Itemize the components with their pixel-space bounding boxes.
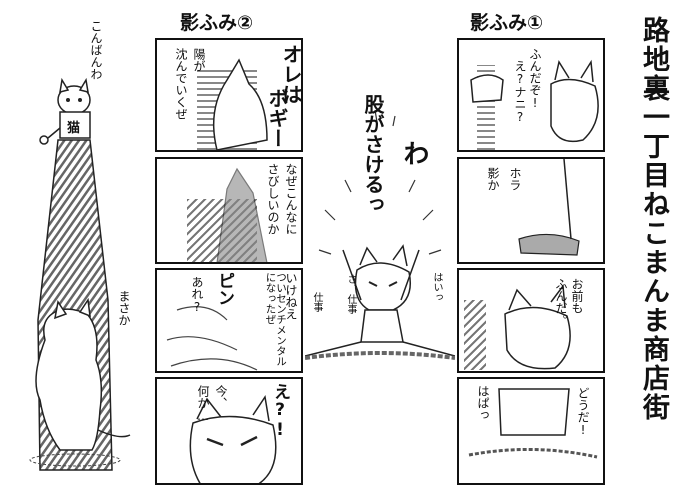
dialogue-text: はぱっ — [476, 385, 490, 421]
strip-left-title: 影ふみ② — [180, 12, 254, 34]
shigoto-text-2: 仕事 — [311, 292, 322, 312]
hai-text: はいっ — [431, 272, 442, 302]
dialogue-text: お前も — [570, 278, 584, 314]
dialogue-text: 影か — [486, 167, 500, 191]
dialogue-text: いけねえ — [284, 272, 298, 320]
dialogue-text: 今、 — [214, 385, 228, 409]
strip-right-panel-4: はぱっ どうだ! — [457, 377, 605, 485]
dialogue-text: ボギー — [265, 88, 289, 148]
shout-wa: わ — [399, 140, 429, 166]
dialogue-text: え?ナニ? — [513, 60, 527, 124]
dialogue-text: どうだ! — [576, 387, 590, 437]
shout-mata: 股がさけるっ — [361, 94, 385, 214]
dialogue-text: ついセンチメンタルになったぜ — [264, 272, 288, 367]
dialogue-text: ふんだ。 — [554, 278, 568, 326]
dialogue-text: ピン — [214, 272, 234, 306]
dialogue-text: さびしいのか — [266, 163, 280, 235]
cat-sign-text: 猫 — [67, 121, 81, 136]
center-illustration: わ 股がさけるっ さ、仕事 仕事 はいっ — [305, 60, 455, 380]
masaka-text: まさか — [117, 290, 131, 326]
dialogue-text: なぜこんなに — [284, 163, 298, 235]
dialogue-text: え?! — [270, 383, 290, 440]
strip-right-panel-1: ふんだぞ! え?ナニ? — [457, 38, 605, 152]
dialogue-text: 何か… — [196, 385, 210, 423]
greeting-text: こんばんわ — [89, 20, 103, 80]
strip-right-title: 影ふみ① — [470, 12, 544, 34]
left-art: こんばんわ 猫 まさか — [0, 0, 150, 499]
strip-right-panel-2: ホラ 影か — [457, 157, 605, 264]
strip-left-panel-3: ピン あれ? いけねえ ついセンチメンタルになったぜ — [155, 268, 303, 373]
dialogue-text: 沈んでいくぜ — [174, 48, 188, 120]
cat-doing-splits — [305, 109, 455, 360]
shadow-hatching — [464, 300, 486, 370]
shigoto-text-1: さ、仕事 — [345, 274, 356, 314]
dialogue-text: 陽が — [192, 48, 206, 72]
cat-shadow-illustration — [29, 77, 131, 471]
series-title: 路地裏一丁目ねこまんま商店街 — [638, 16, 669, 422]
dialogue-text: ホラ — [508, 167, 522, 191]
strip-right-panel-3: お前も ふんだ。 — [457, 268, 605, 373]
strip-left-panel-2: なぜこんなに さびしいのか — [155, 157, 303, 264]
dialogue-text: オレは — [279, 44, 303, 104]
dialogue-text: あれ? — [190, 276, 204, 314]
dialogue-text: ふんだぞ! — [528, 48, 542, 110]
strip-left-panel-1: オレは ボギー 陽が 沈んでいくぜ — [155, 38, 303, 152]
strip-left-panel-4: え?! 今、 何か… — [155, 377, 303, 485]
